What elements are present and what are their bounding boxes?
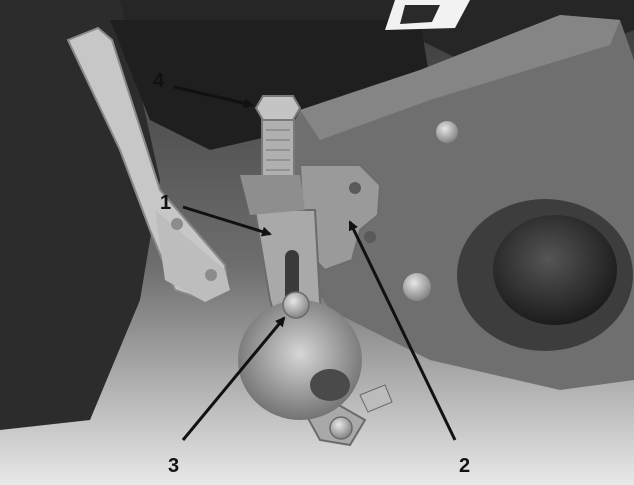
roller-hub <box>310 369 350 401</box>
bracket-hole <box>349 182 361 194</box>
bolt-lower-left <box>403 273 431 301</box>
lower-bolt <box>329 416 353 440</box>
callout-label-2: 2 <box>459 455 471 477</box>
callout-label-3: 3 <box>168 455 180 477</box>
arrow-3 <box>181 316 286 441</box>
lock-bolt <box>282 291 310 319</box>
arrow-4 <box>173 85 254 109</box>
side-bolt <box>359 384 393 413</box>
callout-label-1: 1 <box>160 192 172 214</box>
callout-label-4: 4 <box>153 70 165 92</box>
arrow-2 <box>348 220 457 441</box>
adjuster-nut <box>254 95 302 121</box>
side-plate-edge <box>300 15 620 140</box>
lever-bolt <box>205 269 217 281</box>
link-top <box>240 175 305 215</box>
lever-pivot <box>171 218 183 230</box>
housing-cover <box>110 20 430 150</box>
bracket-hole-lower <box>364 231 376 243</box>
decal-mark <box>400 5 440 24</box>
callout-arrows <box>173 85 457 441</box>
hub-cap <box>493 215 617 325</box>
arrow-1 <box>182 205 272 237</box>
bolt-upper <box>436 121 458 143</box>
